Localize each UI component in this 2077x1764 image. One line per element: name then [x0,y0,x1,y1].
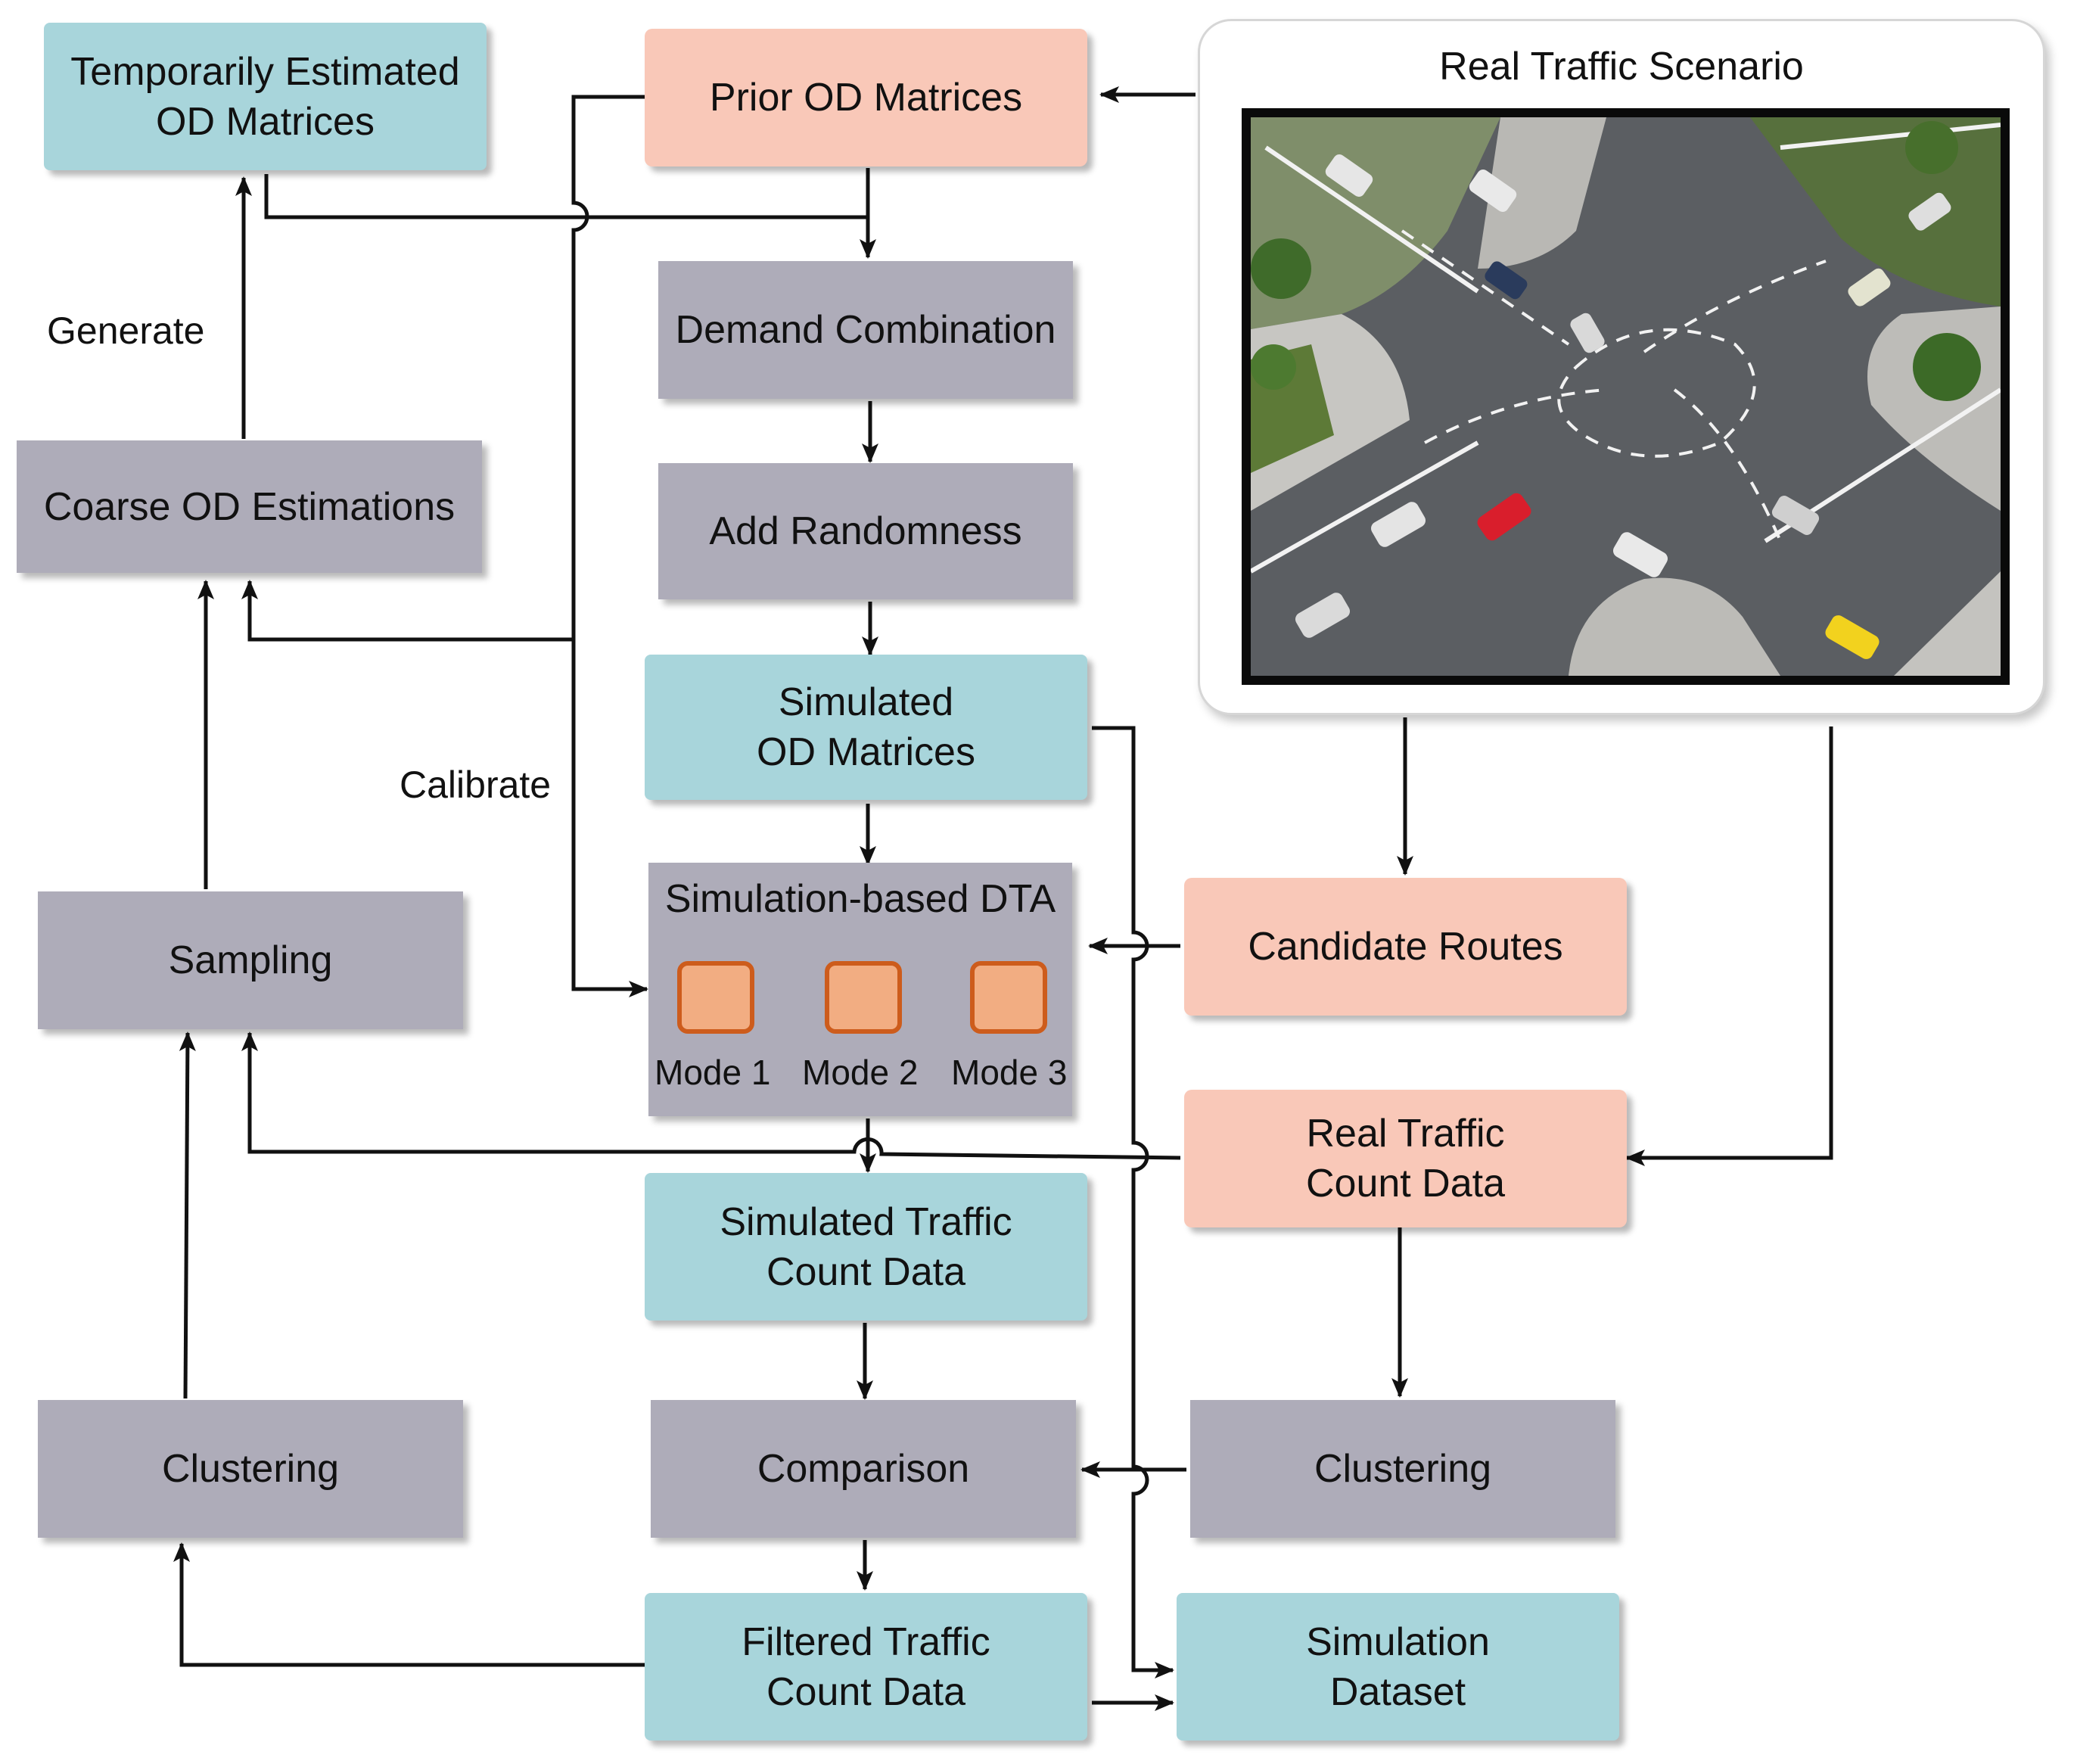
calibrate-label: Calibrate [400,764,552,806]
arrow-temp-to-demand [264,174,876,259]
scenario-title: Real Traffic Scenario [1439,45,1804,89]
mode-1-block [677,961,754,1034]
simulation-dta-box: Simulation-based DTA Mode 1 Mode 2 Mode … [648,863,1072,1116]
arrow-prior-to-coarse [241,580,574,642]
prior-od-label: Prior OD Matrices [709,76,1023,120]
simulated-count-label: Simulated Traffic Count Data [720,1199,1012,1294]
filtered-count-box: Filtered Traffic Count Data [645,1593,1087,1741]
sampling-label: Sampling [168,938,333,982]
candidate-routes-label: Candidate Routes [1248,925,1563,969]
real-count-box: Real Traffic Count Data [1184,1090,1627,1227]
comparison-label: Comparison [757,1447,970,1491]
arrow-simod-to-dataset [1092,726,1174,1678]
clustering-right-box: Clustering [1190,1400,1615,1538]
simulation-dataset-label: Simulation Dataset [1306,1619,1490,1714]
coarse-od-label: Coarse OD Estimations [43,484,456,529]
arrow-prior-to-dta [571,95,648,997]
arrow-scenario-to-realcount [1625,726,1833,1166]
clustering-right-label: Clustering [1314,1447,1492,1491]
candidate-routes-box: Candidate Routes [1184,878,1627,1016]
mode-2-label: Mode 2 [802,1053,919,1092]
temp-od-label: Temporarily Estimated OD Matrices [70,49,460,144]
temp-od-box: Temporarily Estimated OD Matrices [44,23,487,170]
mode-3-label: Mode 3 [951,1053,1068,1092]
filtered-count-label: Filtered Traffic Count Data [742,1619,990,1714]
arrow-realcount-to-sampling [241,1031,1181,1160]
prior-od-box: Prior OD Matrices [645,29,1087,166]
add-randomness-box: Add Randomness [658,463,1073,599]
clustering-left-box: Clustering [38,1400,463,1538]
real-traffic-scenario-panel: Real Traffic Scenario [1198,19,2045,715]
demand-combination-box: Demand Combination [658,261,1073,399]
comparison-box: Comparison [651,1400,1076,1538]
simulated-od-label: Simulated OD Matrices [757,680,975,774]
intersection-illustration [1251,117,2001,676]
real-count-label: Real Traffic Count Data [1305,1112,1506,1206]
intersection-photo [1242,108,2010,685]
coarse-od-box: Coarse OD Estimations [17,440,482,573]
mode-3-block [970,961,1047,1034]
dta-title: Simulation-based DTA [664,877,1056,921]
simulated-od-box: Simulated OD Matrices [645,655,1087,800]
clustering-left-label: Clustering [161,1447,340,1491]
arrow-filtered-to-clustering [173,1542,647,1667]
add-randomness-label: Add Randomness [709,509,1022,553]
simulation-dataset-box: Simulation Dataset [1177,1593,1619,1741]
simulated-count-box: Simulated Traffic Count Data [645,1173,1087,1321]
demand-combination-label: Demand Combination [675,308,1056,352]
mode-1-label: Mode 1 [655,1053,771,1092]
arrow-clustering-to-sampling [179,1031,196,1399]
generate-label: Generate [47,310,205,352]
mode-2-block [825,961,902,1034]
sampling-box: Sampling [38,891,463,1029]
